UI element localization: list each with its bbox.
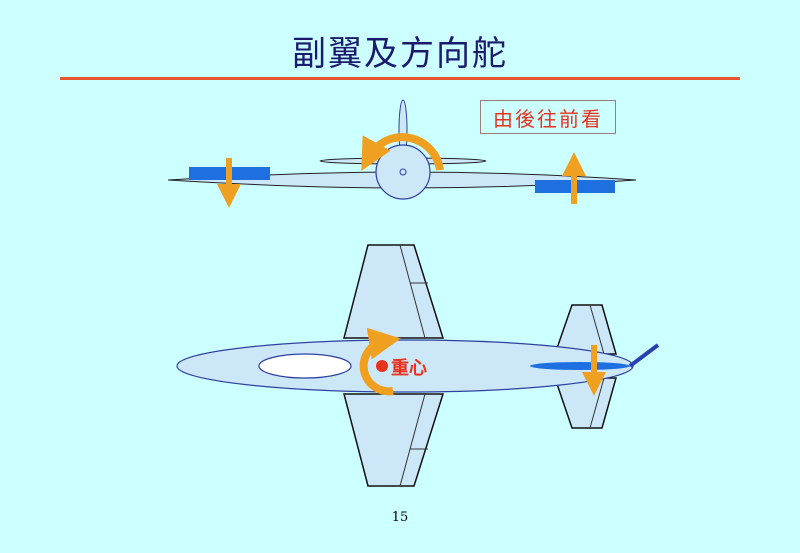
view-direction-label: 由後往前看 — [480, 100, 616, 134]
title-divider — [60, 77, 740, 80]
upper-stabilizer — [553, 304, 617, 355]
yaw-arrow — [359, 327, 401, 396]
cockpit — [258, 353, 352, 379]
rear-view-aircraft — [167, 99, 637, 208]
lower-wing — [343, 393, 445, 487]
page-number: 15 — [391, 510, 409, 525]
center-of-gravity-label: 重心 — [391, 358, 427, 379]
fuselage — [375, 144, 431, 200]
slide-title: 副翼及方向舵 — [292, 34, 508, 74]
rudder-deflected — [628, 343, 660, 368]
cg-dot — [376, 360, 388, 372]
fuselage-hub — [399, 168, 407, 176]
roll-arrow — [361, 133, 444, 172]
rudder — [530, 362, 630, 370]
upper-wing — [343, 244, 445, 339]
lower-stabilizer — [553, 377, 617, 429]
top-view-aircraft — [176, 244, 660, 487]
